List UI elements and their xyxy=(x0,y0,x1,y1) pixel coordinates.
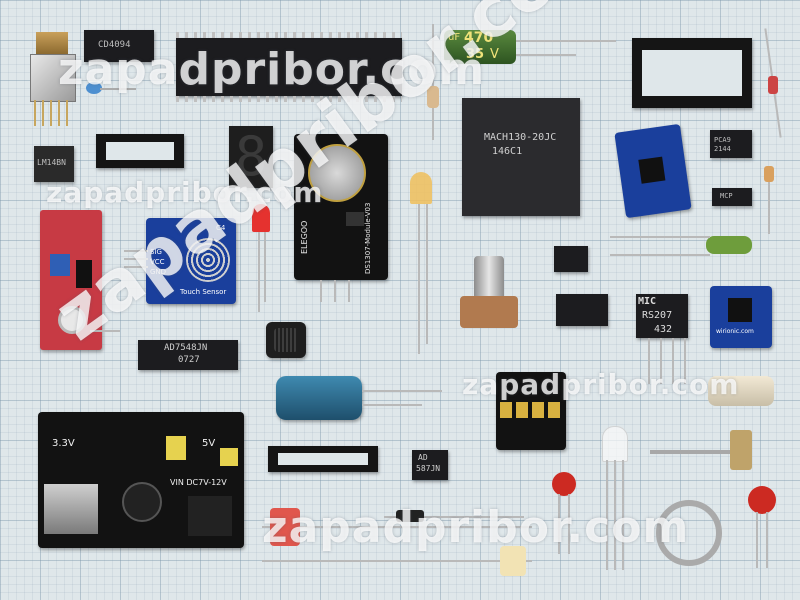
bridge-brand: MIC xyxy=(638,296,657,307)
qfn-module-board: wirionic.com xyxy=(710,286,772,348)
touch-label-c4: C4 xyxy=(216,224,226,232)
power-left-label: 3.3V xyxy=(52,438,75,449)
electrolytic-capacitor-green: uF 470 35 V xyxy=(444,30,516,64)
power-supply-module: 3.3V 5V VIN DC7V-12V xyxy=(38,412,244,548)
ic-socket-small xyxy=(96,134,184,168)
coin-battery xyxy=(308,144,366,202)
hybrid-ic-component xyxy=(28,32,76,128)
rtc-module-name: DS1307-Module-V03 xyxy=(364,202,372,274)
led-clear xyxy=(602,426,628,462)
dip-ad7548: AD7548JN 0727 xyxy=(138,340,238,370)
ceramic-capacitor-red-1 xyxy=(552,472,576,496)
resistor-bottom-1 xyxy=(270,508,300,546)
ad7548-line2: 0727 xyxy=(178,355,200,365)
pld-marking-line1: MACH130-20JC xyxy=(484,132,557,143)
touch-pin-vcc: VCC xyxy=(150,258,165,266)
ic-socket-top-right xyxy=(632,38,752,108)
resistor-bottom-2 xyxy=(500,546,526,576)
ceramic-capacitor-red-2 xyxy=(748,486,776,514)
small-blue-capacitor xyxy=(86,82,102,94)
sensor-board-blue xyxy=(614,123,692,219)
diode-bottom xyxy=(396,510,424,522)
small-resistor-right xyxy=(764,166,774,182)
capacitor-value-label: 470 xyxy=(464,30,494,46)
touch-pin-sig: SIG xyxy=(150,248,162,256)
touch-pin-gnd: GND xyxy=(150,268,167,276)
rtc-module-ds1307: ELEGOO DS1307-Module-V03 xyxy=(294,134,388,280)
watermark-middle-right: zapadpribor.com xyxy=(462,368,740,401)
dip-8-chip-middle xyxy=(554,246,588,272)
led-red xyxy=(252,204,270,232)
soic-chip-top-right: PCA9 2144 xyxy=(710,130,752,158)
op-amp-line1: AD xyxy=(418,453,428,462)
metal-ring xyxy=(656,500,722,566)
bridge-model: RS207 xyxy=(642,310,673,321)
electrolytic-capacitor-blue xyxy=(276,376,362,420)
potentiometer xyxy=(460,256,518,330)
terminal-block-module xyxy=(496,372,566,450)
soic-chip-small: MCP xyxy=(712,188,752,206)
chip-cd4094: CD4094 xyxy=(84,30,154,62)
chip-lm14bn: LM14BN xyxy=(34,146,74,182)
chip-lm14bn-marking: LM14BN xyxy=(37,158,66,167)
chip-cd4094-marking: CD4094 xyxy=(98,40,131,50)
soic-line2: 2144 xyxy=(714,145,731,153)
soic-chip-middle xyxy=(556,294,608,326)
capacitor-voltage-label: 35 xyxy=(466,47,485,62)
capacitor-unit-label: uF xyxy=(448,32,461,43)
seven-segment-display: 8 xyxy=(229,126,273,188)
watermark-middle-left: zapadpribor.com xyxy=(46,176,324,209)
power-right-label: 5V xyxy=(202,438,216,449)
watermark-bottom: zapadpribor.com xyxy=(262,502,690,553)
metal-component-right xyxy=(708,376,774,406)
inductor-black xyxy=(266,322,306,358)
trimmer-potentiometer xyxy=(730,430,752,470)
watermark-top: zapadpribor.com xyxy=(58,44,486,95)
rtc-brand-label: ELEGOO xyxy=(300,220,309,254)
pld-marking-line2: 146C1 xyxy=(492,146,523,157)
film-capacitor-green xyxy=(706,236,752,254)
diode-red-top xyxy=(768,76,778,94)
touch-sensor-board: SIG VCC GND C4 Touch Sensor xyxy=(146,218,236,304)
pld-mach130: MACH130-20JC 146C1 xyxy=(462,98,580,216)
soic-small-marking: MCP xyxy=(720,192,733,200)
touch-pad xyxy=(186,238,230,282)
touch-sensor-name: Touch Sensor xyxy=(180,288,227,296)
ic-socket-bottom xyxy=(268,446,378,472)
bridge-rectifier-rs207: MIC RS207 432 xyxy=(636,294,688,338)
ad7548-marking: AD7548JN xyxy=(164,343,208,353)
op-amp-line2: 587JN xyxy=(416,464,441,473)
soic-line1: PCA9 xyxy=(714,136,731,144)
bridge-code: 432 xyxy=(654,324,673,335)
seven-segment-digit: 8 xyxy=(234,125,268,188)
resistor-vertical xyxy=(427,86,439,108)
long-dip-chip xyxy=(176,32,402,102)
sensor-board-red xyxy=(40,210,102,350)
led-yellow xyxy=(410,172,432,204)
capacitor-voltage-unit: V xyxy=(490,47,499,62)
qfn-brand: wirionic.com xyxy=(716,328,754,335)
op-amp-ad587: AD 587JN xyxy=(412,450,448,480)
power-input-label: VIN DC7V-12V xyxy=(170,478,227,487)
